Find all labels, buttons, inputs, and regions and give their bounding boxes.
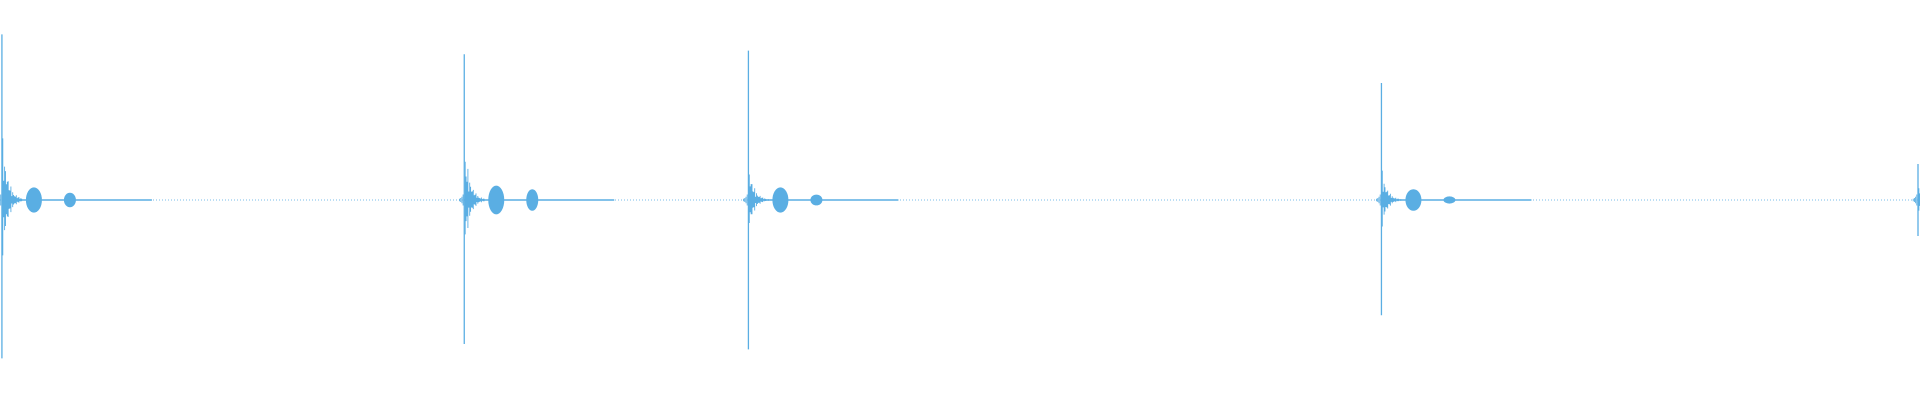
transient-decay <box>0 138 23 256</box>
transient-decay <box>459 161 485 235</box>
transient-decay <box>743 174 769 223</box>
waveform-transient <box>1376 83 1532 316</box>
waveform-transients <box>0 34 1920 359</box>
waveform-transient <box>1912 164 1920 236</box>
transient-decay <box>1376 170 1402 227</box>
waveform-transient <box>0 34 152 359</box>
waveform-transient <box>743 50 899 350</box>
waveform-transient <box>459 54 615 344</box>
